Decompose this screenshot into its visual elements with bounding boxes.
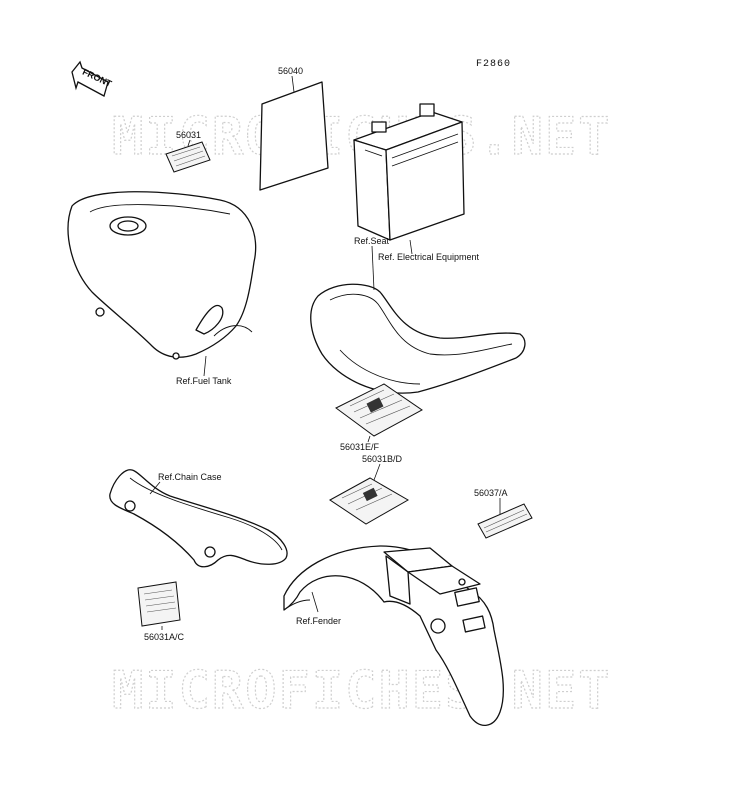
- part-56031-label: [165, 139, 211, 173]
- part-56031AC-decal: [137, 581, 181, 630]
- label-56031EF: 56031E/F: [340, 442, 380, 452]
- part-56040-sheet: [259, 75, 329, 191]
- label-56031BD: 56031B/D: [362, 454, 403, 464]
- part-56031EF-decal: [335, 383, 423, 443]
- label-56031: 56031: [176, 130, 201, 140]
- label-chain-case: Ref.Chain Case: [158, 472, 222, 482]
- label-56037A: 56037/A: [474, 488, 508, 498]
- fuel-tank-part: [67, 191, 257, 377]
- fender-part: [283, 545, 505, 726]
- label-seat: Ref.Seat: [354, 236, 390, 246]
- label-electrical: Ref. Electrical Equipment: [378, 252, 480, 262]
- watermark-bottom: MICROFICHES.NET: [112, 661, 612, 721]
- figure-code: F2860: [476, 59, 511, 70]
- label-fender: Ref.Fender: [296, 616, 341, 626]
- front-arrow-icon: FRONT: [71, 60, 114, 97]
- label-56040: 56040: [278, 66, 303, 76]
- chain-case-part: [109, 469, 288, 568]
- part-56037A-strip: [477, 498, 533, 539]
- label-fuel-tank: Ref.Fuel Tank: [176, 376, 232, 386]
- label-56031AC: 56031A/C: [144, 632, 185, 642]
- seat-part: [310, 245, 526, 394]
- part-56031BD-decal: [329, 463, 410, 525]
- battery-part: [353, 103, 465, 255]
